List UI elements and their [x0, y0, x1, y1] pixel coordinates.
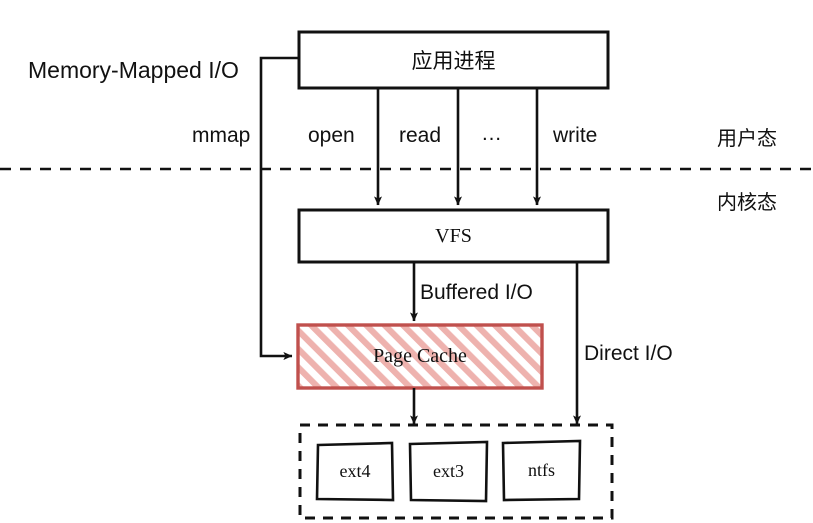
write-label: write	[553, 124, 598, 147]
app-process-label: 应用进程	[411, 49, 496, 73]
vfs-box	[297, 208, 610, 264]
ext3-label: ext3	[433, 461, 464, 481]
vfs-label: VFS	[435, 224, 472, 247]
ntfs-label: ntfs	[528, 460, 555, 480]
ntfs-box	[501, 439, 582, 502]
ext4-box	[315, 441, 395, 502]
ext4-label: ext4	[339, 461, 371, 481]
read-label: read	[399, 124, 442, 147]
user-mode-label: 用户态	[717, 128, 777, 150]
page-cache-box	[296, 323, 544, 390]
ellipsis-label: …	[481, 122, 502, 145]
mmap-connector	[259, 56, 299, 360]
direct-io-label: Direct I/O	[584, 342, 673, 365]
app-process-box	[297, 30, 610, 90]
page-cache-label: Page Cache	[373, 345, 467, 367]
kernel-mode-label: 内核态	[717, 192, 777, 214]
buffered-io-label: Buffered I/O	[420, 281, 533, 304]
filesystem-group-container	[298, 423, 614, 520]
ext3-box	[408, 440, 489, 503]
memory-mapped-io-label: Memory-Mapped I/O	[28, 57, 239, 83]
open-label: open	[308, 124, 355, 147]
mmap-label: mmap	[192, 124, 251, 147]
